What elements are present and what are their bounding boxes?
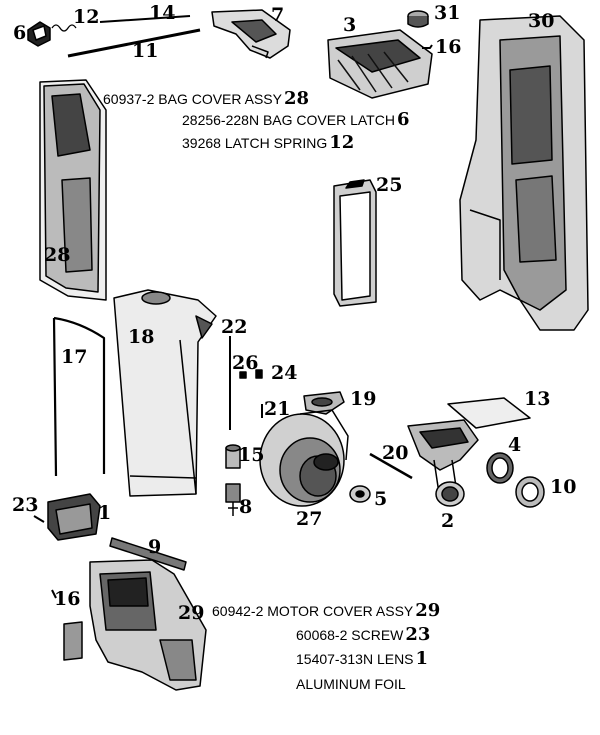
part-switch-15 — [225, 444, 241, 469]
part-bag-cover-latch — [27, 21, 51, 47]
part-pad-13 — [447, 397, 531, 429]
callout-29: 29 — [178, 602, 205, 624]
callout-16-top: 16 — [435, 36, 462, 58]
callout-3: 3 — [343, 14, 357, 36]
part-wire-17 — [52, 316, 106, 477]
callout-22: 22 — [221, 316, 248, 338]
part-ring-4 — [486, 452, 514, 484]
part-foil-9 — [109, 537, 187, 571]
legend-num: 29 — [415, 600, 441, 621]
part-fan-housing-2 — [407, 419, 479, 507]
legend-text: 15407-313N LENS — [296, 651, 414, 667]
callout-2: 2 — [441, 510, 455, 532]
part-latch-spring — [51, 24, 77, 32]
legend-text: 39268 LATCH SPRING — [182, 135, 328, 151]
callout-31: 31 — [434, 2, 461, 24]
part-clip-24 — [255, 369, 263, 379]
callout-25: 25 — [376, 174, 403, 196]
callout-24: 24 — [271, 362, 298, 384]
callout-6: 6 — [13, 22, 27, 44]
callout-20: 20 — [382, 442, 409, 464]
part-housing-30 — [459, 15, 589, 331]
part-clip-26 — [239, 371, 247, 379]
legend-text: 60942-2 MOTOR COVER ASSY — [212, 603, 414, 619]
part-bag-housing-18 — [113, 289, 217, 497]
part-handle-bracket-3 — [327, 29, 433, 99]
callout-4: 4 — [508, 434, 522, 456]
legend-num: 12 — [329, 132, 355, 153]
callout-18: 18 — [128, 326, 155, 348]
callout-27: 27 — [296, 508, 323, 530]
legend-num: 1 — [415, 648, 429, 669]
part-lens-1 — [47, 493, 101, 541]
callout-9: 9 — [148, 536, 162, 558]
callout-7: 7 — [271, 4, 285, 26]
legend-text: 28256-228N BAG COVER LATCH — [182, 112, 395, 128]
callout-16-bottom: 16 — [54, 588, 81, 610]
part-rod-11 — [67, 28, 201, 58]
legend-text: ALUMINUM FOIL — [296, 676, 406, 692]
part-motor-cover-29 — [89, 559, 207, 691]
part-rod-14 — [99, 15, 191, 23]
part-bracket-7 — [211, 9, 291, 59]
part-nut-5 — [349, 485, 371, 503]
part-motor-27 — [259, 409, 349, 507]
callout-28: 28 — [44, 244, 71, 266]
callout-15: 15 — [238, 444, 265, 466]
part-bag-cover-28 — [39, 79, 107, 301]
callout-1: 1 — [98, 502, 112, 524]
callout-10: 10 — [550, 476, 577, 498]
legend-num: 6 — [396, 109, 410, 130]
part-screw-16-bottom — [51, 589, 57, 599]
part-screw-23 — [33, 515, 45, 523]
legend-text: 60937-2 BAG COVER ASSY — [103, 91, 282, 107]
legend-text: 60068-2 SCREW — [296, 627, 404, 643]
callout-17: 17 — [61, 346, 88, 368]
legend-num: 23 — [405, 624, 431, 645]
callout-13: 13 — [524, 388, 551, 410]
part-filter-25 — [333, 179, 377, 307]
part-ring-10 — [515, 476, 545, 508]
callout-23: 23 — [12, 494, 39, 516]
legend-aluminum-foil: ALUMINUM FOIL — [296, 675, 408, 693]
callout-21: 21 — [264, 398, 291, 420]
legend-num: 28 — [283, 88, 310, 109]
part-knob-31 — [407, 10, 429, 28]
part-connector-8 — [225, 483, 241, 516]
callout-19: 19 — [350, 388, 377, 410]
part-outlet-19 — [303, 391, 345, 415]
callout-30: 30 — [528, 10, 555, 32]
part-foil-plate — [63, 621, 83, 661]
callout-8: 8 — [239, 496, 253, 518]
callout-12: 12 — [73, 6, 100, 28]
callout-5: 5 — [374, 488, 388, 510]
callout-14: 14 — [149, 2, 176, 24]
callout-26: 26 — [232, 352, 259, 374]
part-rod-20 — [369, 452, 413, 480]
callout-11: 11 — [132, 40, 159, 62]
part-screw-16-top — [422, 44, 433, 49]
